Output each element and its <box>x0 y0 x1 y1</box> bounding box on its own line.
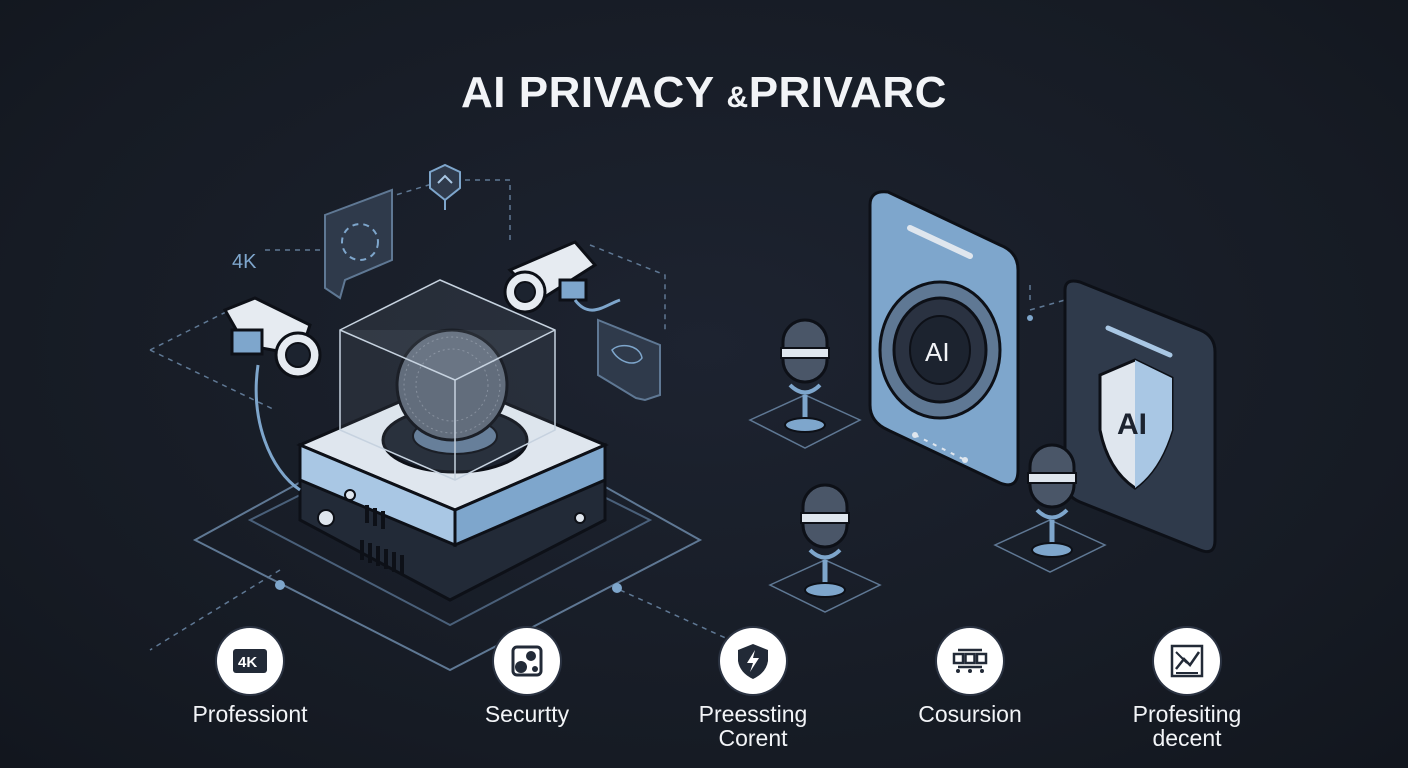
feature-label: Profesiting decent <box>1132 701 1242 751</box>
shield-ai-label: AI <box>1117 408 1147 441</box>
feature-label: Securtty <box>484 701 570 727</box>
chart-document-icon <box>1170 644 1204 678</box>
page-title: AI PRIVACY &PRIVARC <box>0 68 1408 118</box>
shield-node-icon <box>429 163 461 210</box>
microphone-front <box>768 483 882 613</box>
microphone-back <box>748 318 862 449</box>
feature-preessting-corent: Preessting Corent <box>663 628 843 750</box>
feature-badge <box>1154 628 1220 694</box>
microphone-right <box>993 443 1107 573</box>
network-nodes-icon <box>952 648 988 673</box>
4k-icon: 4K <box>233 649 267 673</box>
feature-label: Preessting Corent <box>698 701 808 751</box>
title-rest: PRIVARC <box>748 68 947 117</box>
feature-badge <box>937 628 1003 694</box>
security-camera-right <box>503 240 621 314</box>
title-ampersand: & <box>726 81 749 114</box>
shield-tablet: AI <box>1063 279 1217 554</box>
speech-bubble-left <box>324 188 393 300</box>
feature-label: Cosursion <box>918 701 1022 727</box>
ai-tablet: AI <box>868 190 1020 487</box>
feature-label: Professiont <box>192 701 308 727</box>
glass-cube <box>339 279 556 481</box>
feature-badge: 4K <box>217 628 283 694</box>
smart-speaker-hub <box>296 328 609 602</box>
tablet-ai-label: AI <box>925 337 950 367</box>
security-puzzle-icon <box>511 645 543 677</box>
4k-icon-text: 4K <box>238 654 257 671</box>
feature-securtty: Securtty <box>437 628 617 726</box>
feature-badge <box>494 628 560 694</box>
feature-badge <box>720 628 786 694</box>
feature-cosursion: Cosursion <box>880 628 1060 726</box>
security-camera-left <box>222 296 322 492</box>
speech-bubble-right <box>597 318 661 402</box>
feature-professiont: 4K Professiont <box>160 628 340 726</box>
title-main: AI PRIVACY <box>461 68 727 117</box>
shield-bolt-icon <box>738 644 768 679</box>
feature-profesiting-decent: Profesiting decent <box>1097 628 1277 750</box>
camera-resolution-label: 4K <box>232 251 257 273</box>
platform-dots <box>275 315 1033 593</box>
